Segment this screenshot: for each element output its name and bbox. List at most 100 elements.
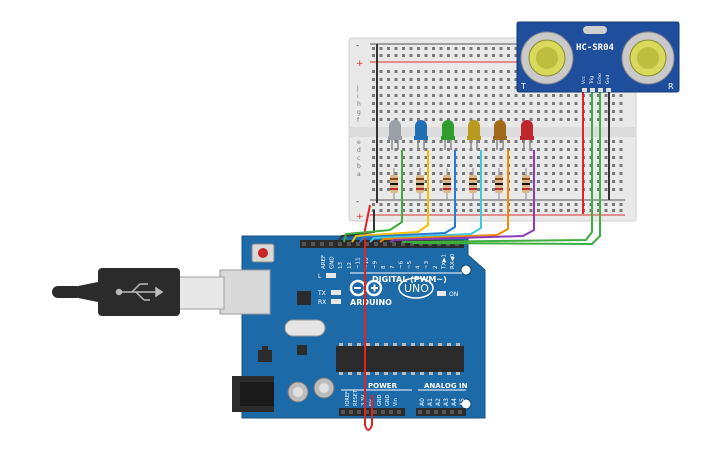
power-pin-label: IOREF xyxy=(345,391,351,406)
breadboard-hole xyxy=(447,102,450,105)
power-pin-label: GND xyxy=(385,394,391,406)
resistor xyxy=(469,168,477,200)
wire-led3-blue xyxy=(359,150,456,243)
rail-hole xyxy=(424,47,428,50)
led xyxy=(388,120,402,150)
rail-hole xyxy=(507,47,510,50)
breadboard-hole xyxy=(507,94,510,97)
breadboard-hole xyxy=(379,118,383,121)
breadboard-hole xyxy=(529,110,533,113)
led-dome xyxy=(494,120,506,137)
breadboard-hole xyxy=(387,70,390,73)
rail-hole xyxy=(402,203,405,206)
breadboard-hole xyxy=(597,180,600,183)
rail-hole xyxy=(432,47,435,50)
header-pin xyxy=(381,410,385,414)
breadboard-hole xyxy=(402,148,405,151)
breadboard-hole xyxy=(499,140,503,143)
digital-pin-label: 12 xyxy=(347,262,353,269)
top-rail-plus-label: + xyxy=(356,59,364,69)
usb-strain-relief xyxy=(78,282,98,302)
rail-hole xyxy=(402,54,405,57)
rail-hole xyxy=(409,47,413,50)
breadboard-hole xyxy=(567,188,570,191)
breadboard-hole xyxy=(372,78,375,81)
led-rx-label: RX xyxy=(318,299,326,306)
breadboard-hole xyxy=(379,102,383,105)
breadboard-hole xyxy=(567,164,570,167)
breadboard-hole xyxy=(447,148,450,151)
crystal-oscillator xyxy=(284,319,326,337)
breadboard-hole xyxy=(454,110,458,113)
breadboard-hole xyxy=(597,148,600,151)
header-pin xyxy=(426,410,430,414)
rail-hole xyxy=(432,54,435,57)
breadboard-hole xyxy=(387,156,390,159)
bottom-rail-minus-label: - xyxy=(356,197,359,207)
breadboard-hole xyxy=(424,94,428,97)
breadboard-hole xyxy=(409,156,413,159)
breadboard-hole xyxy=(462,94,465,97)
resistor xyxy=(443,168,451,200)
breadboard-hole xyxy=(559,102,563,105)
breadboard-hole xyxy=(477,70,480,73)
breadboard-hole xyxy=(484,156,488,159)
breadboard-hole xyxy=(507,70,510,73)
breadboard-hole xyxy=(454,140,458,143)
rail-hole xyxy=(387,54,390,57)
analog-pin-label: A3 xyxy=(443,398,450,406)
breadboard-hole xyxy=(537,156,540,159)
chip-pin xyxy=(456,343,460,346)
breadboard-hole xyxy=(484,172,488,175)
breadboard-hole xyxy=(537,180,540,183)
breadboard-hole xyxy=(387,140,390,143)
chip-pin xyxy=(402,343,406,346)
rail-hole xyxy=(394,47,398,50)
breadboard-hole xyxy=(619,148,623,151)
breadboard-hole xyxy=(417,102,420,105)
breadboard-hole xyxy=(492,78,495,81)
breadboard-hole xyxy=(387,102,390,105)
breadboard-hole xyxy=(567,110,570,113)
breadboard-hole xyxy=(619,140,623,143)
breadboard-hole xyxy=(394,110,398,113)
breadboard-hole xyxy=(484,70,488,73)
breadboard-hole xyxy=(424,188,428,191)
breadboard-hole xyxy=(514,118,518,121)
breadboard-hole xyxy=(372,110,375,113)
breadboard-hole xyxy=(544,164,548,167)
sensor-transducer-left xyxy=(520,31,574,85)
breadboard-hole xyxy=(522,110,525,113)
breadboard-hole xyxy=(499,110,503,113)
rail-hole xyxy=(477,54,480,57)
sensor-pin-label: Trig xyxy=(589,76,595,85)
breadboard-hole xyxy=(424,110,428,113)
sensor-pin xyxy=(590,88,595,92)
breadboard-hole xyxy=(537,102,540,105)
breadboard-hole xyxy=(499,148,503,151)
rail-hole xyxy=(612,203,615,206)
breadboard-hole xyxy=(454,118,458,121)
breadboard-hole xyxy=(492,156,495,159)
breadboard-hole xyxy=(417,172,420,175)
breadboard-hole xyxy=(477,102,480,105)
breadboard-hole xyxy=(612,180,615,183)
rail-hole xyxy=(514,54,518,57)
chip-pin xyxy=(384,372,388,375)
breadboard-hole xyxy=(574,110,578,113)
usb-chip xyxy=(297,291,311,305)
header-pin xyxy=(329,242,333,246)
breadboard-hole xyxy=(574,164,578,167)
breadboard-hole xyxy=(432,78,435,81)
breadboard-hole xyxy=(402,102,405,105)
rail-hole xyxy=(372,54,375,57)
led-rx xyxy=(331,299,341,304)
breadboard-hole xyxy=(612,140,615,143)
breadboard-hole xyxy=(559,140,563,143)
breadboard-hole xyxy=(507,118,510,121)
row-letter: b xyxy=(357,163,361,170)
breadboard-hole xyxy=(402,110,405,113)
analog-pin-label: A1 xyxy=(427,398,434,406)
